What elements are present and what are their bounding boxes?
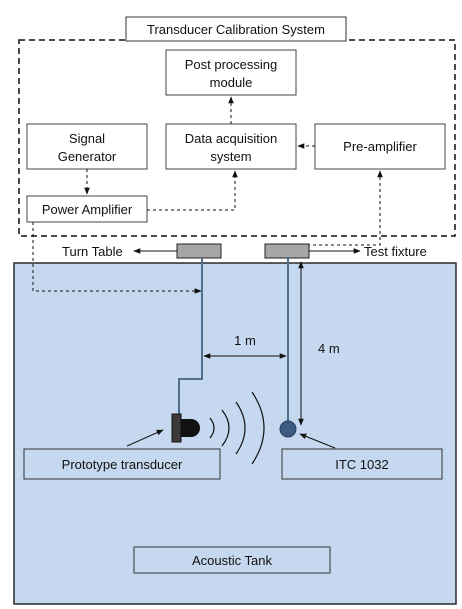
itc-pointer: [299, 433, 336, 449]
tank-label: Acoustic Tank: [192, 553, 272, 568]
signal-generator-block: [26, 123, 148, 170]
wave-4: [251, 391, 265, 465]
prototype-pointer: [126, 429, 164, 447]
turn-table-mount: [176, 243, 222, 259]
prototype-transducer-body: [171, 413, 182, 443]
system-title-box: [125, 16, 347, 42]
power-amplifier-block: [26, 195, 148, 223]
prototype-label: Prototype transducer: [62, 457, 183, 472]
pre-amplifier-label: Pre-amplifier: [343, 139, 417, 154]
power-amplifier-label: Power Amplifier: [42, 202, 133, 217]
poweramp-to-transducer-arrow: [32, 222, 202, 294]
tank-label-box: [133, 546, 331, 574]
post-processing-label-1: Post processing: [185, 57, 278, 72]
test-fixture-label: Test fixture: [364, 244, 427, 259]
prototype-transducer-head: [181, 419, 200, 437]
data-acquisition-block: [165, 123, 297, 170]
transducer-cable: [178, 258, 203, 417]
separation-label: 1 m: [234, 333, 256, 348]
depth-label: 4 m: [318, 341, 340, 356]
post-processing-label-2: module: [210, 75, 253, 90]
turn-table-label: Turn Table: [62, 244, 123, 259]
wave-2: [221, 409, 230, 447]
wave-3: [235, 401, 246, 455]
itc-label-box: [281, 448, 443, 480]
test-fixture-mount: [264, 243, 310, 259]
acoustic-waves: [209, 391, 265, 465]
prototype-label-box: [23, 448, 221, 480]
itc-hydrophone: [279, 420, 297, 438]
itc-label: ITC 1032: [335, 457, 388, 472]
post-processing-block: [165, 49, 297, 96]
data-acquisition-label-1: Data acquisition: [185, 131, 278, 146]
wave-1: [209, 417, 215, 439]
signal-generator-label-1: Signal: [69, 131, 105, 146]
data-acquisition-label-2: system: [210, 149, 251, 164]
system-title: Transducer Calibration System: [147, 22, 325, 37]
poweramp-to-dacq-arrow: [147, 170, 238, 211]
signal-generator-label-2: Generator: [58, 149, 117, 164]
